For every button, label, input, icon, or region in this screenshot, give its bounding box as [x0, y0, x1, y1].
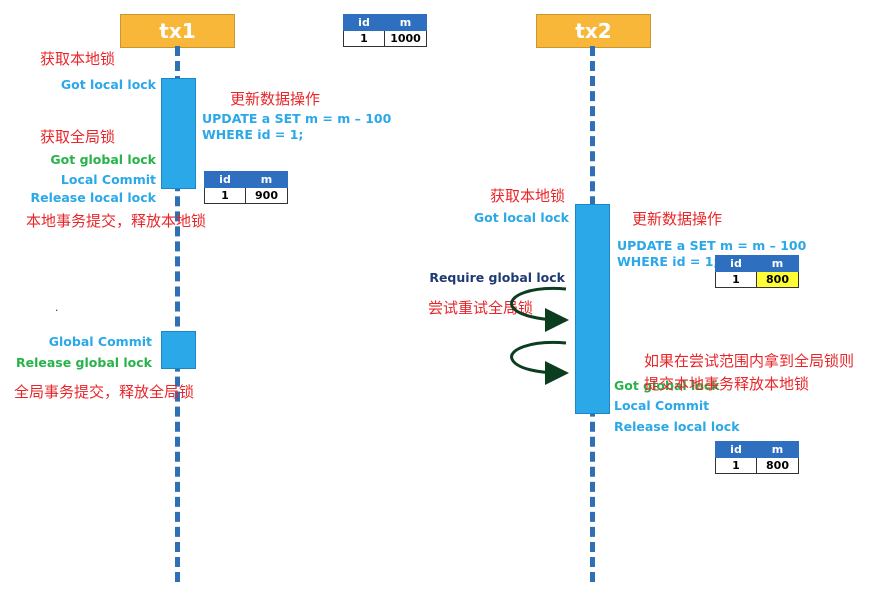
tx1-local-commit-note: 本地事务提交，释放本地锁 — [26, 212, 207, 230]
table-cell-m: 900 — [245, 187, 288, 204]
tx1-got-global-lock-label: Got global lock — [50, 152, 156, 167]
tx1-global-commit-bar — [161, 331, 196, 369]
tx1-acquire-global-lock-label: 获取全局锁 — [40, 128, 116, 146]
table-cell-m: 1000 — [384, 30, 427, 47]
tx1-global-commit-note: 全局事务提交，释放全局锁 — [14, 383, 195, 401]
tx2-got-global-lock-label: Got global lock — [614, 378, 720, 393]
tx2-table-after: id m 1 800 — [715, 441, 799, 474]
stray-dot: . — [55, 300, 59, 314]
tx2-update-sql-line-1: UPDATE a SET m = m – 100 — [617, 238, 807, 253]
tx1-release-local-lock-label: Release local lock — [30, 190, 156, 205]
tx1-update-label: 更新数据操作 — [230, 90, 321, 108]
tx1-table-after-update: id m 1 900 — [204, 171, 288, 204]
table-header-id: id — [343, 14, 385, 31]
tx1-local-commit-label: Local Commit — [60, 172, 156, 187]
table-cell-id: 1 — [343, 30, 385, 47]
tx2-retry-global-lock-label: 尝试重试全局锁 — [428, 299, 534, 317]
tx2-local-transaction-bar — [575, 204, 610, 414]
table-cell-id: 1 — [715, 457, 757, 474]
tx2-header: tx2 — [536, 14, 651, 48]
table-header-id: id — [715, 255, 757, 272]
table-header-m: m — [756, 441, 799, 458]
tx1-local-transaction-bar — [161, 78, 196, 189]
tx1-lifeline — [175, 46, 180, 582]
tx2-table-during: id m 1 800 — [715, 255, 799, 288]
tx1-update-sql-line-2: WHERE id = 1; — [202, 127, 304, 142]
table-header-m: m — [384, 14, 427, 31]
tx1-release-global-lock-label: Release global lock — [15, 355, 152, 370]
tx2-acquire-local-lock-label: 获取本地锁 — [490, 187, 566, 205]
tx2-update-label: 更新数据操作 — [632, 210, 723, 228]
tx1-update-sql-line-1: UPDATE a SET m = m – 100 — [202, 111, 392, 126]
tx1-global-commit-label: Global Commit — [48, 334, 152, 349]
table-header-id: id — [715, 441, 757, 458]
table-header-id: id — [204, 171, 246, 188]
tx2-got-local-lock-label: Got local lock — [473, 210, 569, 225]
tx1-header: tx1 — [120, 14, 235, 48]
table-cell-id: 1 — [715, 271, 757, 288]
tx2-release-local-lock-label: Release local lock — [614, 419, 740, 434]
tx1-got-local-lock-label: Got local lock — [60, 77, 156, 92]
tx2-local-commit-label: Local Commit — [614, 398, 710, 413]
table-cell-m-highlighted: 800 — [756, 271, 799, 288]
retry-arrow-2 — [510, 340, 569, 385]
tx2-if-success-note-line-1: 如果在尝试范围内拿到全局锁则 — [644, 352, 855, 370]
tx2-if-success-note-line-2: 提交本地事务释放本地锁 — [644, 375, 810, 393]
retry-arrow-1 — [510, 286, 569, 332]
tx2-require-global-lock-label: Require global lock — [429, 270, 565, 285]
tx1-acquire-local-lock-label: 获取本地锁 — [40, 50, 116, 68]
table-cell-id: 1 — [204, 187, 246, 204]
table-cell-m: 800 — [756, 457, 799, 474]
table-header-m: m — [245, 171, 288, 188]
initial-table: id m 1 1000 — [343, 14, 427, 47]
tx2-update-sql-line-2: WHERE id = 1; — [617, 254, 719, 269]
